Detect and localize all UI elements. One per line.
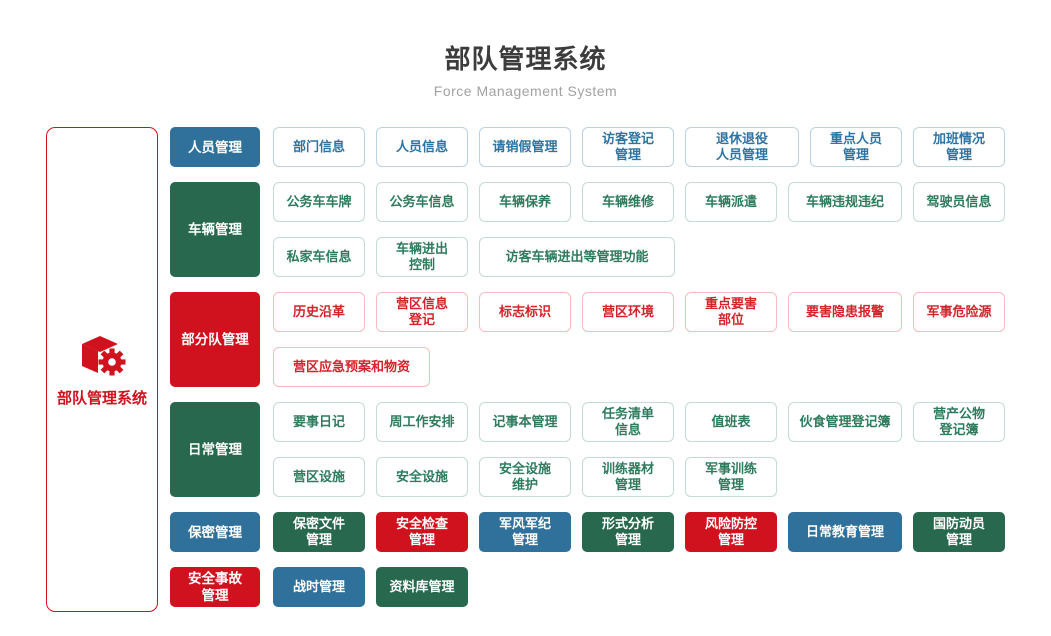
module-item[interactable]: 安全设施 维护	[479, 457, 571, 497]
page-subtitle: Force Management System	[433, 83, 618, 99]
diagram-main: 部队管理系统 人员管理部门信息人员信息请销假管理访客登记 管理退休退役 人员管理…	[0, 127, 1051, 612]
category-row: 安全事故 管理战时管理资料库管理	[170, 567, 1005, 607]
module-item[interactable]: 任务清单 信息	[582, 402, 674, 442]
module-item[interactable]: 访客登记 管理	[582, 127, 674, 167]
category-box[interactable]: 部分队管理	[170, 292, 260, 387]
module-items: 战时管理资料库管理	[273, 567, 1005, 607]
category-box[interactable]: 人员管理	[170, 127, 260, 167]
module-items: 公务车车牌公务车信息车辆保养车辆维修车辆派遣车辆违规违纪驾驶员信息私家车信息车辆…	[273, 182, 1005, 277]
module-item[interactable]: 退休退役 人员管理	[685, 127, 799, 167]
module-item[interactable]: 公务车车牌	[273, 182, 365, 222]
module-item[interactable]: 人员信息	[376, 127, 468, 167]
module-item[interactable]: 重点人员 管理	[810, 127, 902, 167]
module-rows: 人员管理部门信息人员信息请销假管理访客登记 管理退休退役 人员管理重点人员 管理…	[170, 127, 1005, 612]
module-item[interactable]: 军事危险源	[913, 292, 1005, 332]
module-item[interactable]: 军风军纪 管理	[479, 512, 571, 552]
module-items: 保密文件 管理安全检查 管理军风军纪 管理形式分析 管理风险防控 管理日常教育管…	[273, 512, 1005, 552]
category-row: 车辆管理公务车车牌公务车信息车辆保养车辆维修车辆派遣车辆违规违纪驾驶员信息私家车…	[170, 182, 1005, 277]
module-item[interactable]: 记事本管理	[479, 402, 571, 442]
module-item[interactable]: 加班情况 管理	[913, 127, 1005, 167]
category-row: 日常管理要事日记周工作安排记事本管理任务清单 信息值班表伙食管理登记簿营产公物 …	[170, 402, 1005, 497]
category-row: 部分队管理历史沿革营区信息 登记标志标识营区环境重点要害 部位要害隐患报警军事危…	[170, 292, 1005, 387]
module-item[interactable]: 车辆维修	[582, 182, 674, 222]
module-item[interactable]: 周工作安排	[376, 402, 468, 442]
module-items: 要事日记周工作安排记事本管理任务清单 信息值班表伙食管理登记簿营产公物 登记簿营…	[273, 402, 1005, 497]
root-system-label: 部队管理系统	[56, 390, 147, 407]
module-item[interactable]: 历史沿革	[273, 292, 365, 332]
module-item[interactable]: 风险防控 管理	[685, 512, 777, 552]
module-items: 部门信息人员信息请销假管理访客登记 管理退休退役 人员管理重点人员 管理加班情况…	[273, 127, 1005, 167]
page-header: 部队管理系统 Force Management System	[0, 0, 1051, 100]
module-item[interactable]: 值班表	[685, 402, 777, 442]
category-row: 保密管理保密文件 管理安全检查 管理军风军纪 管理形式分析 管理风险防控 管理日…	[170, 512, 1005, 552]
category-row: 人员管理部门信息人员信息请销假管理访客登记 管理退休退役 人员管理重点人员 管理…	[170, 127, 1005, 167]
module-item[interactable]: 伙食管理登记簿	[788, 402, 902, 442]
module-item[interactable]: 营产公物 登记簿	[913, 402, 1005, 442]
category-box[interactable]: 安全事故 管理	[170, 567, 260, 607]
page-title: 部队管理系统	[444, 44, 607, 74]
cube-gear-icon	[82, 336, 126, 376]
category-box[interactable]: 车辆管理	[170, 182, 260, 277]
module-item[interactable]: 驾驶员信息	[913, 182, 1005, 222]
module-item[interactable]: 训练器材 管理	[582, 457, 674, 497]
module-item[interactable]: 公务车信息	[376, 182, 468, 222]
module-item[interactable]: 日常教育管理	[788, 512, 902, 552]
module-item[interactable]: 部门信息	[273, 127, 365, 167]
module-item[interactable]: 请销假管理	[479, 127, 571, 167]
root-system-box[interactable]: 部队管理系统	[46, 127, 158, 612]
module-item[interactable]: 营区设施	[273, 457, 365, 497]
module-item[interactable]: 资料库管理	[376, 567, 468, 607]
module-item[interactable]: 车辆保养	[479, 182, 571, 222]
module-item[interactable]: 安全设施	[376, 457, 468, 497]
module-item[interactable]: 车辆派遣	[685, 182, 777, 222]
module-item[interactable]: 战时管理	[273, 567, 365, 607]
module-item[interactable]: 保密文件 管理	[273, 512, 365, 552]
module-item[interactable]: 私家车信息	[273, 237, 365, 277]
module-item[interactable]: 车辆违规违纪	[788, 182, 902, 222]
module-item[interactable]: 营区应急预案和物资	[273, 347, 430, 387]
module-item[interactable]: 军事训练 管理	[685, 457, 777, 497]
category-box[interactable]: 日常管理	[170, 402, 260, 497]
module-items: 历史沿革营区信息 登记标志标识营区环境重点要害 部位要害隐患报警军事危险源营区应…	[273, 292, 1005, 387]
module-item[interactable]: 营区信息 登记	[376, 292, 468, 332]
module-item[interactable]: 重点要害 部位	[685, 292, 777, 332]
module-item[interactable]: 国防动员 管理	[913, 512, 1005, 552]
module-item[interactable]: 标志标识	[479, 292, 571, 332]
module-item[interactable]: 车辆进出 控制	[376, 237, 468, 277]
module-item[interactable]: 安全检查 管理	[376, 512, 468, 552]
module-item[interactable]: 形式分析 管理	[582, 512, 674, 552]
module-item[interactable]: 访客车辆进出等管理功能	[479, 237, 675, 277]
module-item[interactable]: 要事日记	[273, 402, 365, 442]
category-box[interactable]: 保密管理	[170, 512, 260, 552]
module-item[interactable]: 营区环境	[582, 292, 674, 332]
module-item[interactable]: 要害隐患报警	[788, 292, 902, 332]
